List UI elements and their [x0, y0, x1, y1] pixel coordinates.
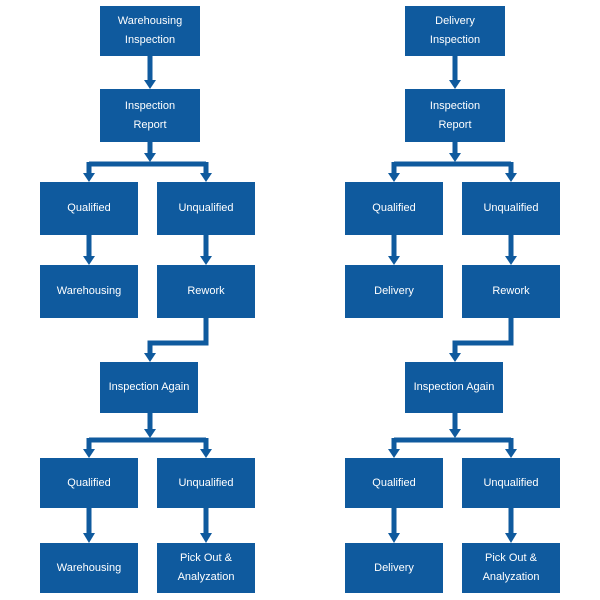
arrowhead: [200, 256, 212, 265]
arrowhead: [388, 256, 400, 265]
arrowhead: [388, 533, 400, 543]
node-pick-out-analyzation: Pick Out & Analyzation: [157, 543, 255, 593]
node-qualified-1: Qualified: [40, 182, 138, 235]
node-warehousing-1: Warehousing: [40, 265, 138, 318]
arrowhead: [200, 533, 212, 543]
arrowhead: [83, 449, 95, 458]
arrowhead: [83, 533, 95, 543]
arrowhead: [144, 153, 156, 162]
node-unqualified-1: Unqualified: [157, 182, 255, 235]
flowchart-warehousing-inspection: Warehousing Inspection Inspection Report…: [40, 6, 255, 593]
arrowhead: [449, 353, 461, 362]
arrowhead: [505, 533, 517, 543]
arrowhead: [449, 80, 461, 89]
arrowhead: [388, 449, 400, 458]
node-pick-out-analyzation: Pick Out & Analyzation: [462, 543, 560, 593]
arrowhead: [83, 173, 95, 182]
node-unqualified-2: Unqualified: [157, 458, 255, 508]
node-qualified-2: Qualified: [40, 458, 138, 508]
flowchart-delivery-inspection: Delivery Inspection Inspection Report Qu…: [305, 0, 600, 600]
node-warehousing-inspection: Warehousing Inspection: [100, 6, 200, 56]
node-delivery-1: Delivery: [345, 265, 443, 318]
node-qualified-2: Qualified: [345, 458, 443, 508]
arrowhead: [200, 173, 212, 182]
arrowhead: [144, 429, 156, 438]
arrowhead: [144, 80, 156, 89]
arrowhead: [388, 173, 400, 182]
node-unqualified-2: Unqualified: [462, 458, 560, 508]
elbow-rework-to-again: [452, 318, 514, 354]
node-inspection-again: Inspection Again: [405, 362, 503, 413]
node-delivery-inspection: Delivery Inspection: [405, 6, 505, 56]
node-rework: Rework: [462, 265, 560, 318]
node-qualified-1: Qualified: [345, 182, 443, 235]
node-rework: Rework: [157, 265, 255, 318]
node-inspection-report: Inspection Report: [100, 89, 200, 142]
node-delivery-2: Delivery: [345, 543, 443, 593]
arrowhead: [83, 256, 95, 265]
node-warehousing-2: Warehousing: [40, 543, 138, 593]
node-unqualified-1: Unqualified: [462, 182, 560, 235]
arrowhead: [144, 353, 156, 362]
arrowhead: [449, 429, 461, 438]
arrowhead: [505, 449, 517, 458]
elbow-rework-to-again: [147, 318, 209, 354]
arrowhead: [449, 153, 461, 162]
arrowhead: [200, 449, 212, 458]
node-inspection-again: Inspection Again: [100, 362, 198, 413]
arrowhead: [505, 173, 517, 182]
arrowhead: [505, 256, 517, 265]
node-inspection-report: Inspection Report: [405, 89, 505, 142]
